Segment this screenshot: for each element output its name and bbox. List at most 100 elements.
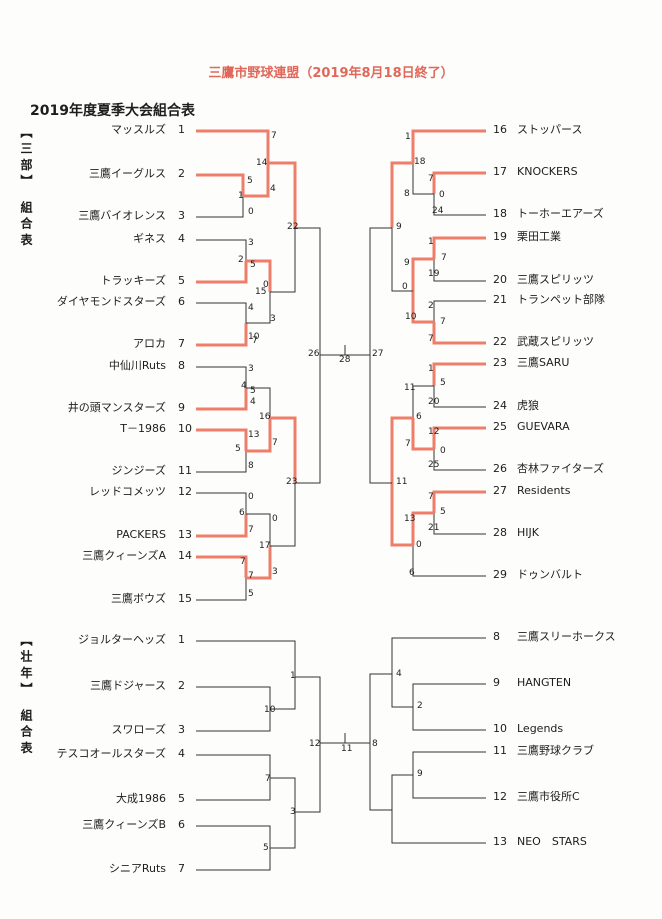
score-label: 20 [428, 397, 440, 407]
bracket-line [196, 848, 271, 871]
team-number: 29 [493, 568, 507, 581]
score-label: 11 [396, 477, 407, 487]
page-title: 三鷹市野球連盟（2019年8月18日終了） [208, 66, 454, 81]
score-label: 1 [428, 237, 434, 247]
score-label: 25 [428, 460, 439, 470]
score-label: 16 [259, 412, 271, 422]
score-label: 0 [263, 280, 269, 290]
score-label: 3 [290, 807, 296, 817]
winner-path-line [411, 129, 486, 163]
score-label: 0 [272, 514, 278, 524]
score-label: 12 [309, 739, 320, 749]
winner-path-line [390, 416, 413, 483]
score-label: 6 [239, 508, 245, 518]
score-label: 5 [250, 386, 256, 396]
team-name: Residents [517, 484, 571, 497]
winner-path-line [432, 490, 486, 513]
winner-path-line [196, 261, 248, 284]
bracket-line [196, 640, 296, 677]
winner-path-line [411, 291, 434, 324]
bracket-line [391, 228, 413, 292]
score-label: 7 [271, 131, 277, 141]
score-label: 7 [265, 774, 271, 784]
team-number: 3 [178, 723, 185, 736]
team-name: 三鷹クィーンズB [82, 818, 166, 831]
team-name: HIJK [517, 526, 539, 539]
team-name: 三鷹スリーホークス [517, 630, 616, 643]
score-label: 9 [404, 258, 410, 268]
team-number: 21 [493, 293, 507, 306]
team-number: 7 [178, 337, 185, 350]
team-name: 中仙川Ruts [108, 359, 166, 372]
winner-path-line [432, 362, 486, 386]
team-number: 5 [178, 792, 185, 805]
score-label: 10 [248, 332, 260, 342]
team-name: マッスルズ [111, 123, 166, 136]
section-label-bottom: 組 合 表 [19, 708, 33, 753]
score-label: 15 [255, 287, 266, 297]
team-number: 11 [493, 744, 507, 757]
bracket-line [196, 492, 247, 514]
score-label: 22 [287, 222, 298, 232]
bracket-line [433, 259, 486, 282]
team-entry: マッスルズ 1 [111, 123, 192, 137]
team-name: PACKERS [116, 528, 166, 541]
score-label: 0 [248, 492, 254, 502]
score-label: 7 [428, 492, 434, 502]
team-entry: 28 HIJK [493, 526, 539, 540]
score-label: 18 [414, 157, 426, 167]
team-name: 三鷹SARU [517, 356, 570, 369]
team-number: 4 [178, 747, 185, 760]
bracket-line [270, 677, 296, 710]
team-number: 16 [493, 123, 507, 136]
team-number: 19 [493, 230, 507, 243]
team-number: 17 [493, 165, 507, 178]
score-label: 0 [248, 207, 254, 217]
score-label: 9 [396, 222, 402, 232]
bracket-line [433, 386, 486, 408]
winner-path-line [196, 323, 248, 347]
bracket-line [391, 637, 486, 674]
score-label: 1 [238, 191, 244, 201]
score-label: 5 [248, 589, 254, 599]
winner-path-line [390, 161, 413, 228]
score-label: 26 [308, 349, 320, 359]
team-entry: 16 ストッパース [493, 123, 582, 137]
score-label: 7 [428, 334, 434, 344]
bracket-line [295, 743, 321, 813]
page-subtitle: 2019年度夏季大会組合表 [30, 103, 195, 119]
bracket-line [270, 777, 296, 812]
score-label: 11 [404, 383, 415, 393]
score-label: 7 [441, 253, 447, 263]
team-number: 28 [493, 526, 507, 539]
team-number: 4 [178, 232, 185, 245]
team-name: ギネス [133, 232, 166, 245]
team-name: 三鷹クィーンズA [82, 549, 166, 562]
team-number: 1 [178, 123, 185, 136]
score-label: 3 [272, 567, 278, 577]
bracket-line [196, 778, 271, 801]
team-name: ジョルターヘッズ [78, 633, 166, 646]
bracket-line [391, 674, 413, 708]
team-name: トラッキーズ [100, 274, 166, 287]
score-label: 21 [428, 523, 439, 533]
team-name: ストッパース [517, 123, 583, 136]
bracket-line [246, 387, 271, 418]
winner-path-line [432, 236, 486, 259]
team-number: 12 [178, 485, 192, 498]
team-number: 8 [178, 359, 185, 372]
score-label: 2 [417, 701, 423, 711]
team-number: 20 [493, 273, 507, 286]
team-name: 杏林ファイターズ [517, 462, 605, 475]
